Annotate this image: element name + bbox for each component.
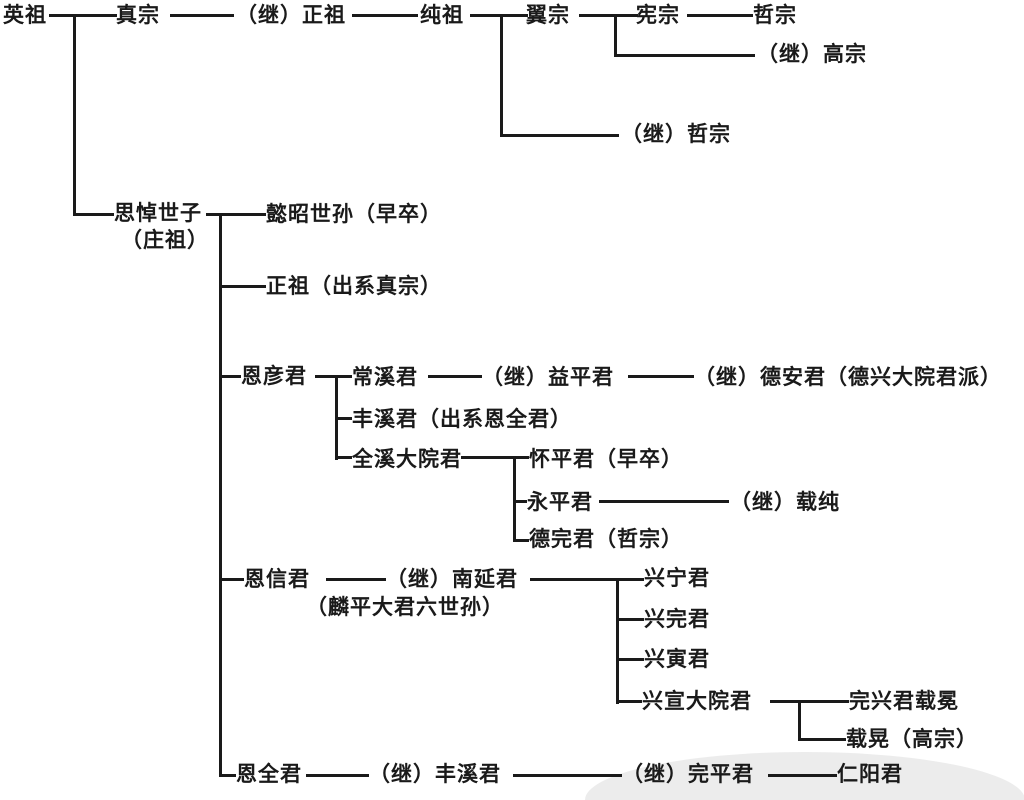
connector-line [221, 285, 266, 288]
connector-line [326, 578, 386, 581]
tree-node-zhezong: 哲宗 [753, 4, 797, 27]
connector-line [628, 375, 694, 378]
tree-node-yizong: 翼宗 [526, 4, 570, 27]
connector-line [470, 14, 528, 17]
tree-node-ji-yiping-jun: （继）益平君 [482, 366, 614, 389]
tree-node-zaihuang: 载晃（高宗） [846, 728, 978, 751]
tree-node-enquan-jun: 恩全君 [236, 763, 302, 786]
tree-node-enyan-jun: 恩彦君 [241, 365, 307, 388]
tree-node-yizhao-shisun: 懿昭世孙（早卒） [266, 203, 442, 226]
connector-line [770, 700, 800, 703]
connector-line [335, 417, 352, 420]
tree-node-ji-fengxi-jun: （继）丰溪君 [369, 763, 501, 786]
connector-line [687, 14, 753, 17]
tree-node-ji-zaichun: （继）载纯 [730, 491, 840, 514]
connector-line [798, 738, 846, 741]
connector-line [513, 456, 529, 459]
connector-line [428, 375, 482, 378]
connector-line [335, 375, 352, 378]
connector-line [73, 14, 76, 216]
connector-line [513, 539, 529, 542]
tree-node-xingwan-jun: 兴完君 [644, 608, 710, 631]
tree-node-yingzu: 英祖 [3, 4, 47, 27]
connector-line [616, 618, 644, 621]
connector-line [335, 456, 352, 459]
tree-node-sidao-shizi: 思悼世子 [114, 202, 202, 225]
connector-line [513, 500, 527, 503]
tree-node-enxin-jun: 恩信君 [244, 568, 310, 591]
connector-line [221, 578, 244, 581]
connector-line [599, 500, 729, 503]
connector-line [170, 14, 234, 17]
tree-node-zhenzong: 真宗 [116, 4, 160, 27]
connector-line [616, 658, 644, 661]
connector-line [221, 774, 236, 777]
tree-node-changxi-jun: 常溪君 [352, 366, 418, 389]
connector-line [461, 456, 514, 459]
connector-line [206, 213, 266, 216]
connector-line [221, 375, 241, 378]
tree-node-renyang-jun: 仁阳君 [837, 763, 903, 786]
connector-line [579, 14, 638, 17]
connector-line [513, 774, 622, 777]
connector-line [614, 54, 755, 57]
connector-line [513, 456, 516, 542]
tree-node-fengxi-jun: 丰溪君（出系恩全君） [352, 408, 572, 431]
connector-line [530, 578, 618, 581]
tree-node-nanyan-jun-note: （麟平大君六世孙） [306, 596, 504, 619]
tree-node-huaiping-jun: 怀平君（早卒） [529, 448, 683, 471]
connector-line [73, 213, 114, 216]
connector-line [49, 14, 117, 17]
connector-line [616, 578, 644, 581]
tree-node-ji-dean-jun: （继）德安君（德兴大院君派） [694, 366, 1002, 389]
tree-node-ji-gaozong: （继）高宗 [757, 43, 867, 66]
tree-node-xianzong: 宪宗 [636, 4, 680, 27]
tree-node-ji-zhengzu: （继）正祖 [236, 4, 346, 27]
tree-node-xingyin-jun: 兴寅君 [644, 648, 710, 671]
tree-node-quanxi-dayuanjun: 全溪大院君 [352, 448, 462, 471]
tree-node-sidao-shizi-note: （庄祖） [121, 229, 209, 252]
tree-node-ji-zhezong: （继）哲宗 [621, 123, 731, 146]
connector-line [352, 14, 418, 17]
connector-line [798, 700, 801, 741]
tree-node-xingning-jun: 兴宁君 [644, 567, 710, 590]
connector-line [614, 14, 617, 57]
connector-line [798, 700, 849, 703]
tree-node-wanxing-jun-zaimian: 完兴君载冕 [849, 690, 959, 713]
connector-line [500, 134, 619, 137]
connector-line [500, 14, 503, 137]
connector-line [616, 700, 642, 703]
connector-line [315, 375, 336, 378]
tree-node-zhengzu: 正祖（出系真宗） [266, 275, 442, 298]
connector-line [219, 213, 222, 777]
connector-line [768, 774, 837, 777]
tree-node-ji-wanping-jun: （继）完平君 [622, 763, 754, 786]
tree-node-dewan-jun: 德完君（哲宗） [529, 528, 683, 551]
tree-node-ji-nanyan-jun: （继）南延君 [386, 568, 518, 591]
tree-node-xingxuan-dayuanjun: 兴宣大院君 [642, 690, 752, 713]
connector-line [616, 578, 619, 704]
connector-line [306, 774, 369, 777]
tree-node-yongping-jun: 永平君 [527, 491, 593, 514]
tree-node-chunzu: 纯祖 [420, 4, 464, 27]
